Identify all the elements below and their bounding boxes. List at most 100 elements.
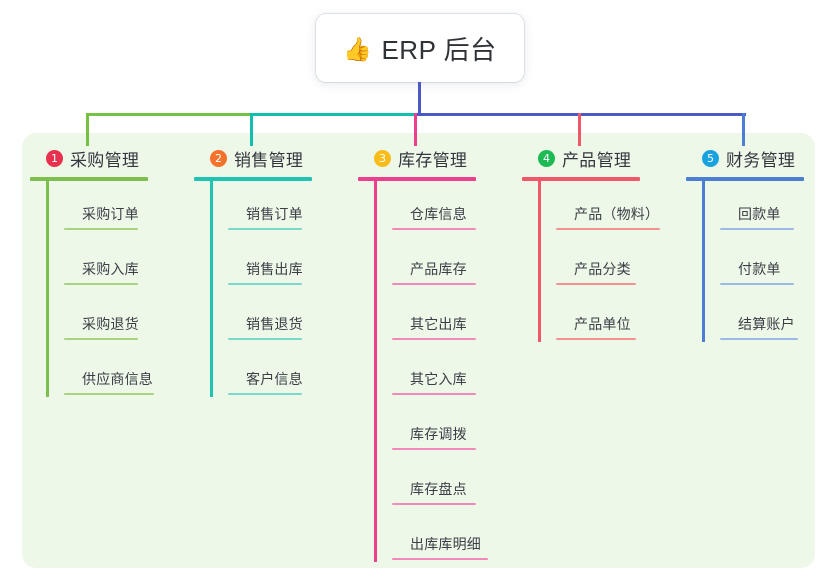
- column-title-sales: 销售管理: [234, 150, 304, 170]
- column-stem-inventory: [374, 181, 377, 562]
- leaf-rule: [392, 503, 476, 505]
- leaf-item[interactable]: 回款单: [704, 181, 804, 236]
- leaf-item[interactable]: 采购退货: [48, 291, 148, 346]
- connector-sales: [250, 113, 253, 146]
- column-title-finance: 财务管理: [726, 150, 796, 170]
- leaf-label: 采购订单: [82, 206, 139, 222]
- leaf-label: 回款单: [738, 206, 781, 222]
- column-rule-finance: [686, 177, 804, 181]
- leaf-label: 结算账户: [738, 316, 795, 332]
- leaf-item[interactable]: 出库库明细: [376, 511, 488, 566]
- leaf-label: 采购入库: [82, 261, 139, 277]
- leaf-item[interactable]: 产品库存: [376, 236, 476, 291]
- column-body-finance: 回款单付款单结算账户: [686, 181, 804, 346]
- leaf-label: 出库库明细: [410, 536, 481, 552]
- column-finance: 5 财务管理回款单付款单结算账户: [686, 146, 804, 346]
- leaf-rule: [228, 393, 302, 395]
- leaf-rule: [556, 283, 636, 285]
- column-rule-purchase: [30, 177, 148, 181]
- leaf-label: 客户信息: [246, 371, 303, 387]
- column-header-finance[interactable]: 5 财务管理: [686, 146, 804, 170]
- root-title-text: ERP 后台: [381, 34, 497, 65]
- leaf-label: 销售出库: [246, 261, 303, 277]
- column-title-inventory: 库存管理: [398, 150, 468, 170]
- number-badge-icon: 5: [702, 149, 719, 167]
- bar-teal: [251, 113, 415, 116]
- leaf-item[interactable]: 供应商信息: [48, 346, 154, 401]
- bar-green: [86, 113, 251, 116]
- connector-purchase: [86, 113, 89, 146]
- leaf-rule: [392, 393, 476, 395]
- leaf-rule: [720, 283, 794, 285]
- leaf-label: 产品分类: [574, 261, 631, 277]
- leaf-item[interactable]: 库存盘点: [376, 456, 476, 511]
- column-rule-sales: [194, 177, 312, 181]
- leaf-rule: [64, 393, 154, 395]
- leaf-item[interactable]: 其它入库: [376, 346, 476, 401]
- leaf-item[interactable]: 销售出库: [212, 236, 312, 291]
- column-body-purchase: 采购订单采购入库采购退货供应商信息: [30, 181, 154, 401]
- leaf-item[interactable]: 销售订单: [212, 181, 312, 236]
- column-body-sales: 销售订单销售出库销售退货客户信息: [194, 181, 312, 401]
- leaf-label: 销售退货: [246, 316, 303, 332]
- leaf-rule: [228, 228, 302, 230]
- leaf-item[interactable]: 产品单位: [540, 291, 640, 346]
- leaf-rule: [392, 338, 476, 340]
- leaf-rule: [556, 338, 636, 340]
- column-stem-product: [538, 181, 541, 342]
- leaf-item[interactable]: 产品（物料）: [540, 181, 660, 236]
- leaf-item[interactable]: 采购订单: [48, 181, 148, 236]
- column-body-product: 产品（物料） 产品分类产品单位: [522, 181, 660, 346]
- leaf-item[interactable]: 客户信息: [212, 346, 312, 401]
- column-rule-product: [522, 177, 640, 181]
- leaf-item[interactable]: 其它出库: [376, 291, 476, 346]
- column-title-product: 产品管理: [562, 150, 632, 170]
- diagram-background-panel: [22, 133, 815, 568]
- column-product: 4 产品管理产品（物料） 产品分类产品单位: [522, 146, 660, 346]
- leaf-label: 付款单: [738, 261, 781, 277]
- trunk-line: [418, 82, 421, 116]
- leaf-item[interactable]: 销售退货: [212, 291, 312, 346]
- thumbs-up-icon: 👍: [343, 35, 373, 62]
- connector-inventory: [414, 113, 417, 146]
- number-badge-icon: 1: [46, 149, 63, 167]
- leaf-item[interactable]: 采购入库: [48, 236, 148, 291]
- column-header-product[interactable]: 4 产品管理: [522, 146, 640, 170]
- leaf-label: 库存调拨: [410, 426, 467, 442]
- leaf-item[interactable]: 产品分类: [540, 236, 640, 291]
- leaf-label: 其它入库: [410, 371, 467, 387]
- leaf-rule: [556, 228, 660, 230]
- leaf-label: 其它出库: [410, 316, 467, 332]
- leaf-item[interactable]: 仓库信息: [376, 181, 476, 236]
- leaf-label: 库存盘点: [410, 481, 467, 497]
- column-rule-inventory: [358, 177, 476, 181]
- leaf-label: 仓库信息: [410, 206, 467, 222]
- leaf-rule: [392, 228, 476, 230]
- leaf-label: 产品（物料）: [574, 206, 660, 222]
- leaf-label: 产品库存: [410, 261, 467, 277]
- leaf-rule: [392, 283, 476, 285]
- leaf-rule: [720, 338, 798, 340]
- column-body-inventory: 仓库信息产品库存其它出库其它入库库存调拨库存盘点出库库明细: [358, 181, 488, 566]
- root-node[interactable]: 👍 ERP 后台: [316, 14, 524, 82]
- leaf-rule: [64, 338, 138, 340]
- root-node-title: 👍 ERP 后台: [343, 30, 496, 67]
- leaf-item[interactable]: 付款单: [704, 236, 804, 291]
- leaf-label: 产品单位: [574, 316, 631, 332]
- leaf-rule: [392, 448, 476, 450]
- number-badge-icon: 4: [538, 149, 555, 167]
- column-stem-finance: [702, 181, 705, 342]
- leaf-rule: [228, 338, 302, 340]
- connector-product: [578, 113, 581, 146]
- leaf-item[interactable]: 结算账户: [704, 291, 804, 346]
- leaf-rule: [64, 283, 138, 285]
- leaf-item[interactable]: 库存调拨: [376, 401, 476, 456]
- leaf-rule: [392, 558, 488, 560]
- leaf-rule: [228, 283, 302, 285]
